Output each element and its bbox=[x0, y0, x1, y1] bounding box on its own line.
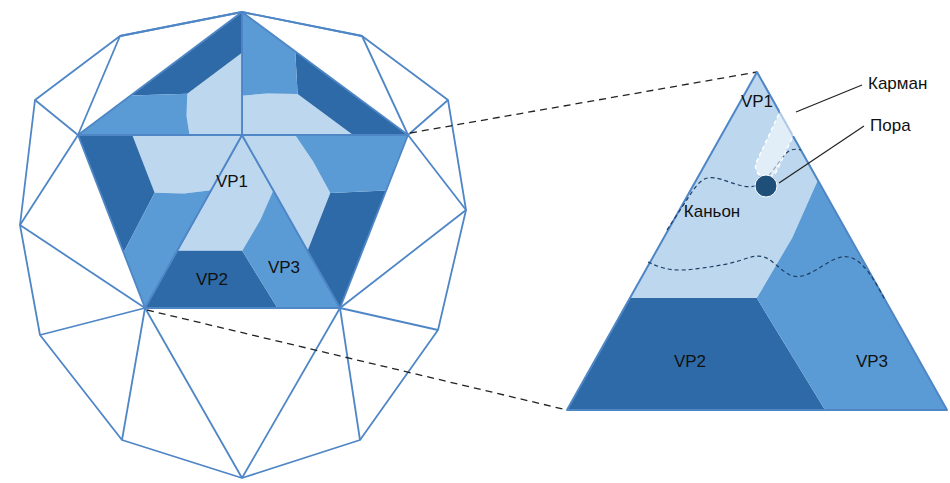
vp3-region bbox=[78, 94, 190, 135]
facet-edge bbox=[340, 308, 360, 440]
triangle-outline bbox=[78, 12, 242, 135]
capsid bbox=[20, 12, 466, 478]
enlarged-face bbox=[567, 72, 947, 410]
capsid-outline bbox=[20, 12, 466, 478]
facet-edge bbox=[242, 308, 340, 478]
facet-edge bbox=[35, 100, 78, 135]
vp3-region bbox=[123, 190, 210, 308]
vp3-region bbox=[757, 180, 947, 410]
protein-label: VP3 bbox=[856, 353, 888, 372]
facet-edge bbox=[408, 135, 466, 210]
vp3-region bbox=[242, 12, 298, 96]
facet-edge bbox=[40, 308, 145, 335]
vp3-region bbox=[295, 135, 408, 193]
callout-label: Пора bbox=[870, 117, 911, 136]
canyon-boundary bbox=[648, 256, 885, 300]
region-label: Каньон bbox=[684, 203, 740, 222]
protein-label: VP2 bbox=[196, 271, 228, 290]
protein-label: VP3 bbox=[268, 259, 300, 278]
pore bbox=[755, 175, 777, 197]
zoom-line bbox=[147, 310, 567, 410]
facet-edge bbox=[340, 308, 438, 330]
protein-label: VP1 bbox=[216, 173, 248, 192]
protein-label: VP2 bbox=[674, 353, 706, 372]
triangle-outline bbox=[242, 135, 408, 308]
leader-line bbox=[796, 85, 862, 112]
pocket bbox=[752, 103, 804, 181]
triangle-outline bbox=[78, 135, 242, 308]
leader-line bbox=[779, 126, 864, 183]
facet-edge bbox=[122, 308, 145, 440]
callout-label: Карман bbox=[868, 75, 927, 94]
triangle-outline bbox=[242, 12, 408, 135]
protein-label: VP1 bbox=[741, 93, 773, 112]
triangle-outline bbox=[567, 72, 947, 410]
zoom-line bbox=[410, 72, 757, 133]
